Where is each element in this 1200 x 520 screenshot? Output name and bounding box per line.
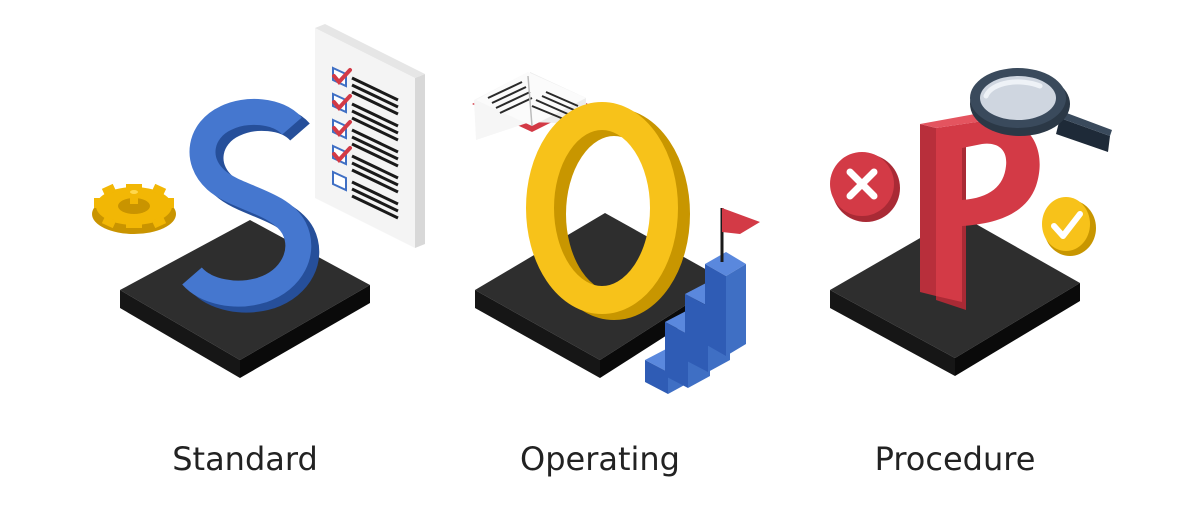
caption-operating: Operating	[520, 440, 680, 478]
checklist-icon	[315, 24, 425, 248]
magnifier-icon	[970, 68, 1112, 152]
procedure-group: P	[0, 0, 1112, 376]
caption-standard: Standard	[172, 440, 318, 478]
standard-group: S	[0, 0, 425, 378]
letter-s: S	[0, 0, 320, 313]
approve-check-icon	[1042, 197, 1096, 256]
letter-o-glyph: O	[0, 0, 1, 1]
letter-s-glyph: S	[0, 0, 1, 1]
caption-procedure: Procedure	[874, 440, 1036, 478]
letter-p: P	[0, 0, 1040, 310]
gear-icon	[92, 183, 176, 234]
letter-p-glyph: P	[0, 0, 1, 1]
stairs-flag-icon	[645, 208, 760, 394]
operating-group: O	[0, 0, 760, 394]
reject-cross-icon	[830, 152, 900, 222]
letter-o: O	[0, 0, 690, 320]
